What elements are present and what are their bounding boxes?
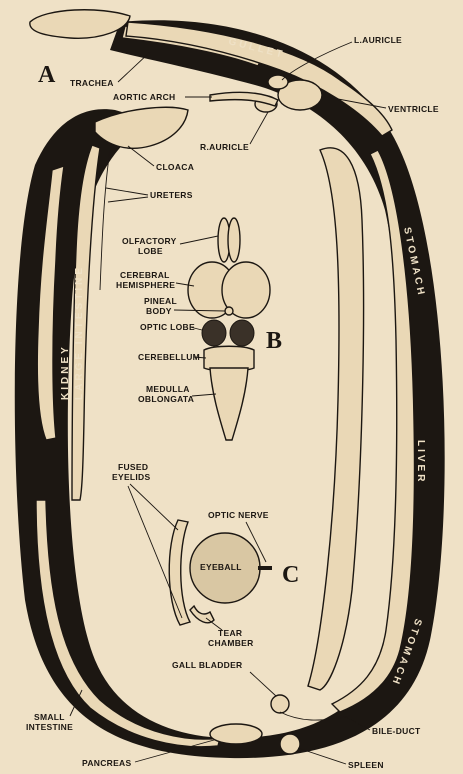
- liver-band: [308, 148, 364, 690]
- label-olfactory-2: LOBE: [138, 246, 163, 256]
- label-fused-2: EYELIDS: [112, 472, 151, 482]
- label-optic-lobe: OPTIC LOBE: [140, 322, 195, 332]
- cerebellum: [204, 346, 254, 371]
- label-olfactory-1: OLFACTORY: [122, 236, 177, 246]
- eye: [169, 520, 272, 625]
- label-l-auricle: L.AURICLE: [354, 35, 402, 45]
- leader-olfactory: [180, 236, 218, 244]
- label-optic-nerve: OPTIC NERVE: [208, 510, 269, 520]
- fused-eyelids: [169, 520, 190, 625]
- brain: [188, 218, 270, 440]
- label-medulla-1: MEDULLA: [146, 384, 190, 394]
- leader-fused-1: [130, 484, 178, 530]
- optic-lobe-left: [202, 320, 226, 346]
- tear-chamber: [190, 606, 214, 623]
- label-cloaca: CLOACA: [156, 162, 194, 172]
- label-lung: LUNG: [361, 400, 372, 440]
- label-cerebral-1: CEREBRAL: [120, 270, 170, 280]
- label-small-intestine-2: INTESTINE: [26, 722, 73, 732]
- leader-spleen: [298, 748, 346, 764]
- label-large-intestine: LARGE INTESTINE: [74, 265, 85, 400]
- label-cerebellum: CEREBELLUM: [138, 352, 200, 362]
- label-fused-1: FUSED: [118, 462, 148, 472]
- label-kidney: KIDNEY: [60, 344, 71, 400]
- leader-ureters-2: [108, 197, 148, 202]
- leader-ureters-1: [106, 188, 148, 195]
- label-ventricle: VENTRICLE: [388, 104, 439, 114]
- label-r-auricle: R.AURICLE: [200, 142, 249, 152]
- leader-trachea: [118, 52, 150, 82]
- aortic-arch: [210, 92, 278, 106]
- leader-medulla: [192, 394, 216, 396]
- label-spleen: SPLEEN: [348, 760, 384, 770]
- label-small-intestine-1: SMALL: [34, 712, 65, 722]
- label-ureters: URETERS: [150, 190, 193, 200]
- leader-r-auricle: [250, 112, 268, 144]
- label-aortic-arch: AORTIC ARCH: [113, 92, 175, 102]
- label-pineal-1: PINEAL: [144, 296, 177, 306]
- figure-letter-b: B: [266, 328, 282, 354]
- figure-letter-c: C: [282, 562, 299, 588]
- pancreas: [210, 724, 262, 744]
- optic-lobe-right: [230, 320, 254, 346]
- label-medulla-2: OBLONGATA: [138, 394, 194, 404]
- leader-cloaca: [128, 146, 154, 166]
- figure-letter-a: A: [38, 62, 56, 88]
- medulla: [210, 368, 248, 440]
- label-cerebral-2: HEMISPHERE: [116, 280, 175, 290]
- label-eyeball: EYEBALL: [200, 562, 242, 572]
- olfactory-lobe-right: [228, 218, 240, 262]
- label-tear-2: CHAMBER: [208, 638, 254, 648]
- spleen: [280, 734, 300, 754]
- label-bile-duct: BILE-DUCT: [372, 726, 421, 736]
- head: [30, 10, 130, 39]
- label-gall-bladder: GALL BLADDER: [172, 660, 243, 670]
- leader-gall-bladder: [250, 672, 276, 696]
- label-pancreas: PANCREAS: [82, 758, 132, 768]
- pineal-body: [225, 307, 233, 315]
- label-liver-lower: LIVER: [415, 440, 426, 484]
- label-pineal-2: BODY: [146, 306, 172, 316]
- gall-bladder: [271, 695, 289, 713]
- label-trachea: TRACHEA: [70, 78, 114, 88]
